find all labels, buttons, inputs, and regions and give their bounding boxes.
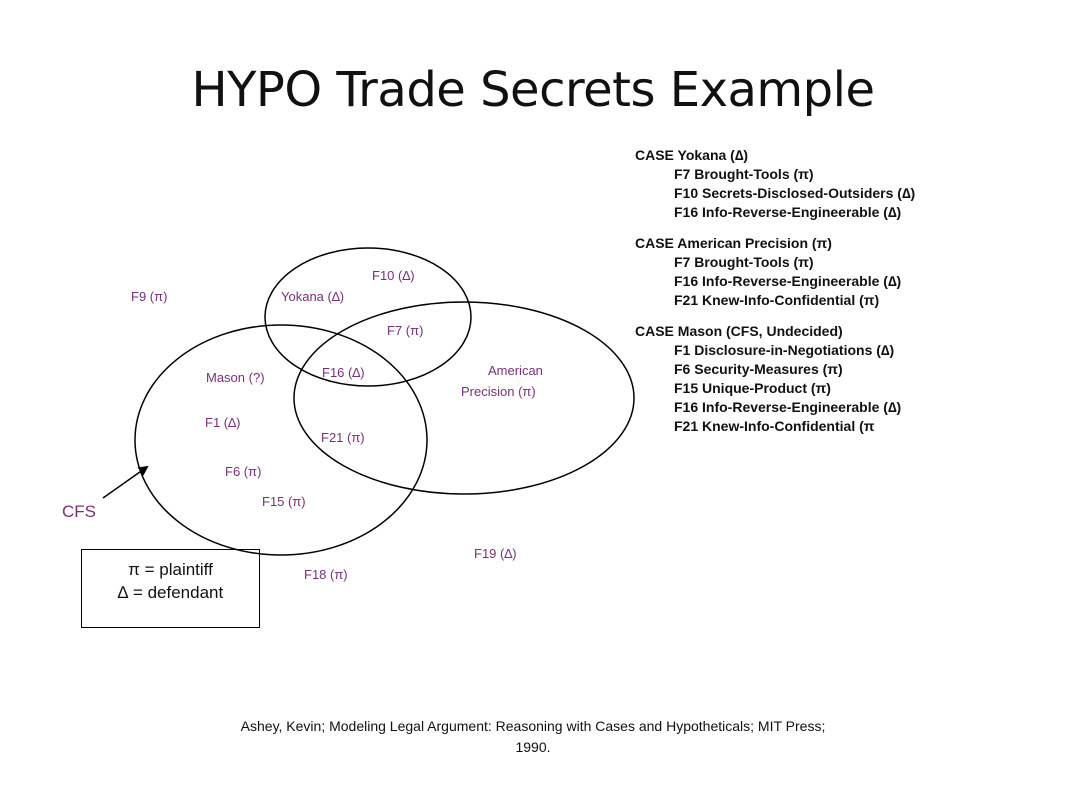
label-yokana: Yokana (∆) [281, 289, 345, 304]
label-f18: F18 (π) [304, 567, 348, 582]
label-american-line1: American [488, 363, 543, 378]
case-american-precision: CASE American Precision (π) F7 Brought-T… [635, 234, 1055, 310]
case-factor: F7 Brought-Tools (π) [674, 254, 814, 270]
label-f21: F21 (π) [321, 430, 365, 445]
case-factor: F16 Info-Reverse-Engineerable (∆) [674, 399, 902, 415]
cfs-label: CFS [62, 502, 96, 521]
yokana-circle [264, 247, 472, 387]
label-f19: F19 (∆) [474, 546, 517, 561]
legend-box: π = plaintiff ∆ = defendant [81, 549, 260, 628]
case-list: CASE Yokana (∆) F7 Brought-Tools (π) F10… [635, 146, 1055, 448]
case-factor: F16 Info-Reverse-Engineerable (∆) [674, 273, 902, 289]
case-yokana: CASE Yokana (∆) F7 Brought-Tools (π) F10… [635, 146, 1055, 222]
case-heading: CASE American Precision (π) [635, 235, 832, 251]
label-american-line2: Precision (π) [461, 384, 536, 399]
citation-line1: Ashey, Kevin; Modeling Legal Argument: R… [240, 718, 826, 734]
case-factor: F6 Security-Measures (π) [674, 361, 843, 377]
label-f1: F1 (∆) [205, 415, 241, 430]
american-precision-circle [293, 301, 635, 495]
case-factor: F10 Secrets-Disclosed-Outsiders (∆) [674, 185, 916, 201]
case-factor: F21 Knew-Info-Confidential (π [674, 418, 875, 434]
citation-line2: 1990. [515, 739, 551, 755]
case-factor: F15 Unique-Product (π) [674, 380, 831, 396]
label-f10: F10 (∆) [372, 268, 415, 283]
legend-plaintiff: π = plaintiff [128, 560, 213, 579]
citation: Ashey, Kevin; Modeling Legal Argument: R… [120, 716, 946, 758]
case-factor: F16 Info-Reverse-Engineerable (∆) [674, 204, 902, 220]
label-f7: F7 (π) [387, 323, 424, 338]
mason-circle [134, 324, 428, 556]
case-factor: F7 Brought-Tools (π) [674, 166, 814, 182]
label-f15: F15 (π) [262, 494, 306, 509]
label-f6: F6 (π) [225, 464, 262, 479]
label-f9: F9 (π) [131, 289, 168, 304]
case-factor: F1 Disclosure-in-Negotiations (∆) [674, 342, 895, 358]
label-mason: Mason (?) [206, 370, 265, 385]
legend-defendant: ∆ = defendant [117, 583, 224, 602]
case-heading: CASE Yokana (∆) [635, 147, 749, 163]
case-heading: CASE Mason (CFS, Undecided) [635, 323, 843, 339]
case-mason: CASE Mason (CFS, Undecided) F1 Disclosur… [635, 322, 1055, 436]
cfs-arrow [102, 465, 149, 499]
case-factor: F21 Knew-Info-Confidential (π) [674, 292, 880, 308]
page-title: HYPO Trade Secrets Example [191, 62, 876, 118]
label-f16: F16 (∆) [322, 365, 365, 380]
